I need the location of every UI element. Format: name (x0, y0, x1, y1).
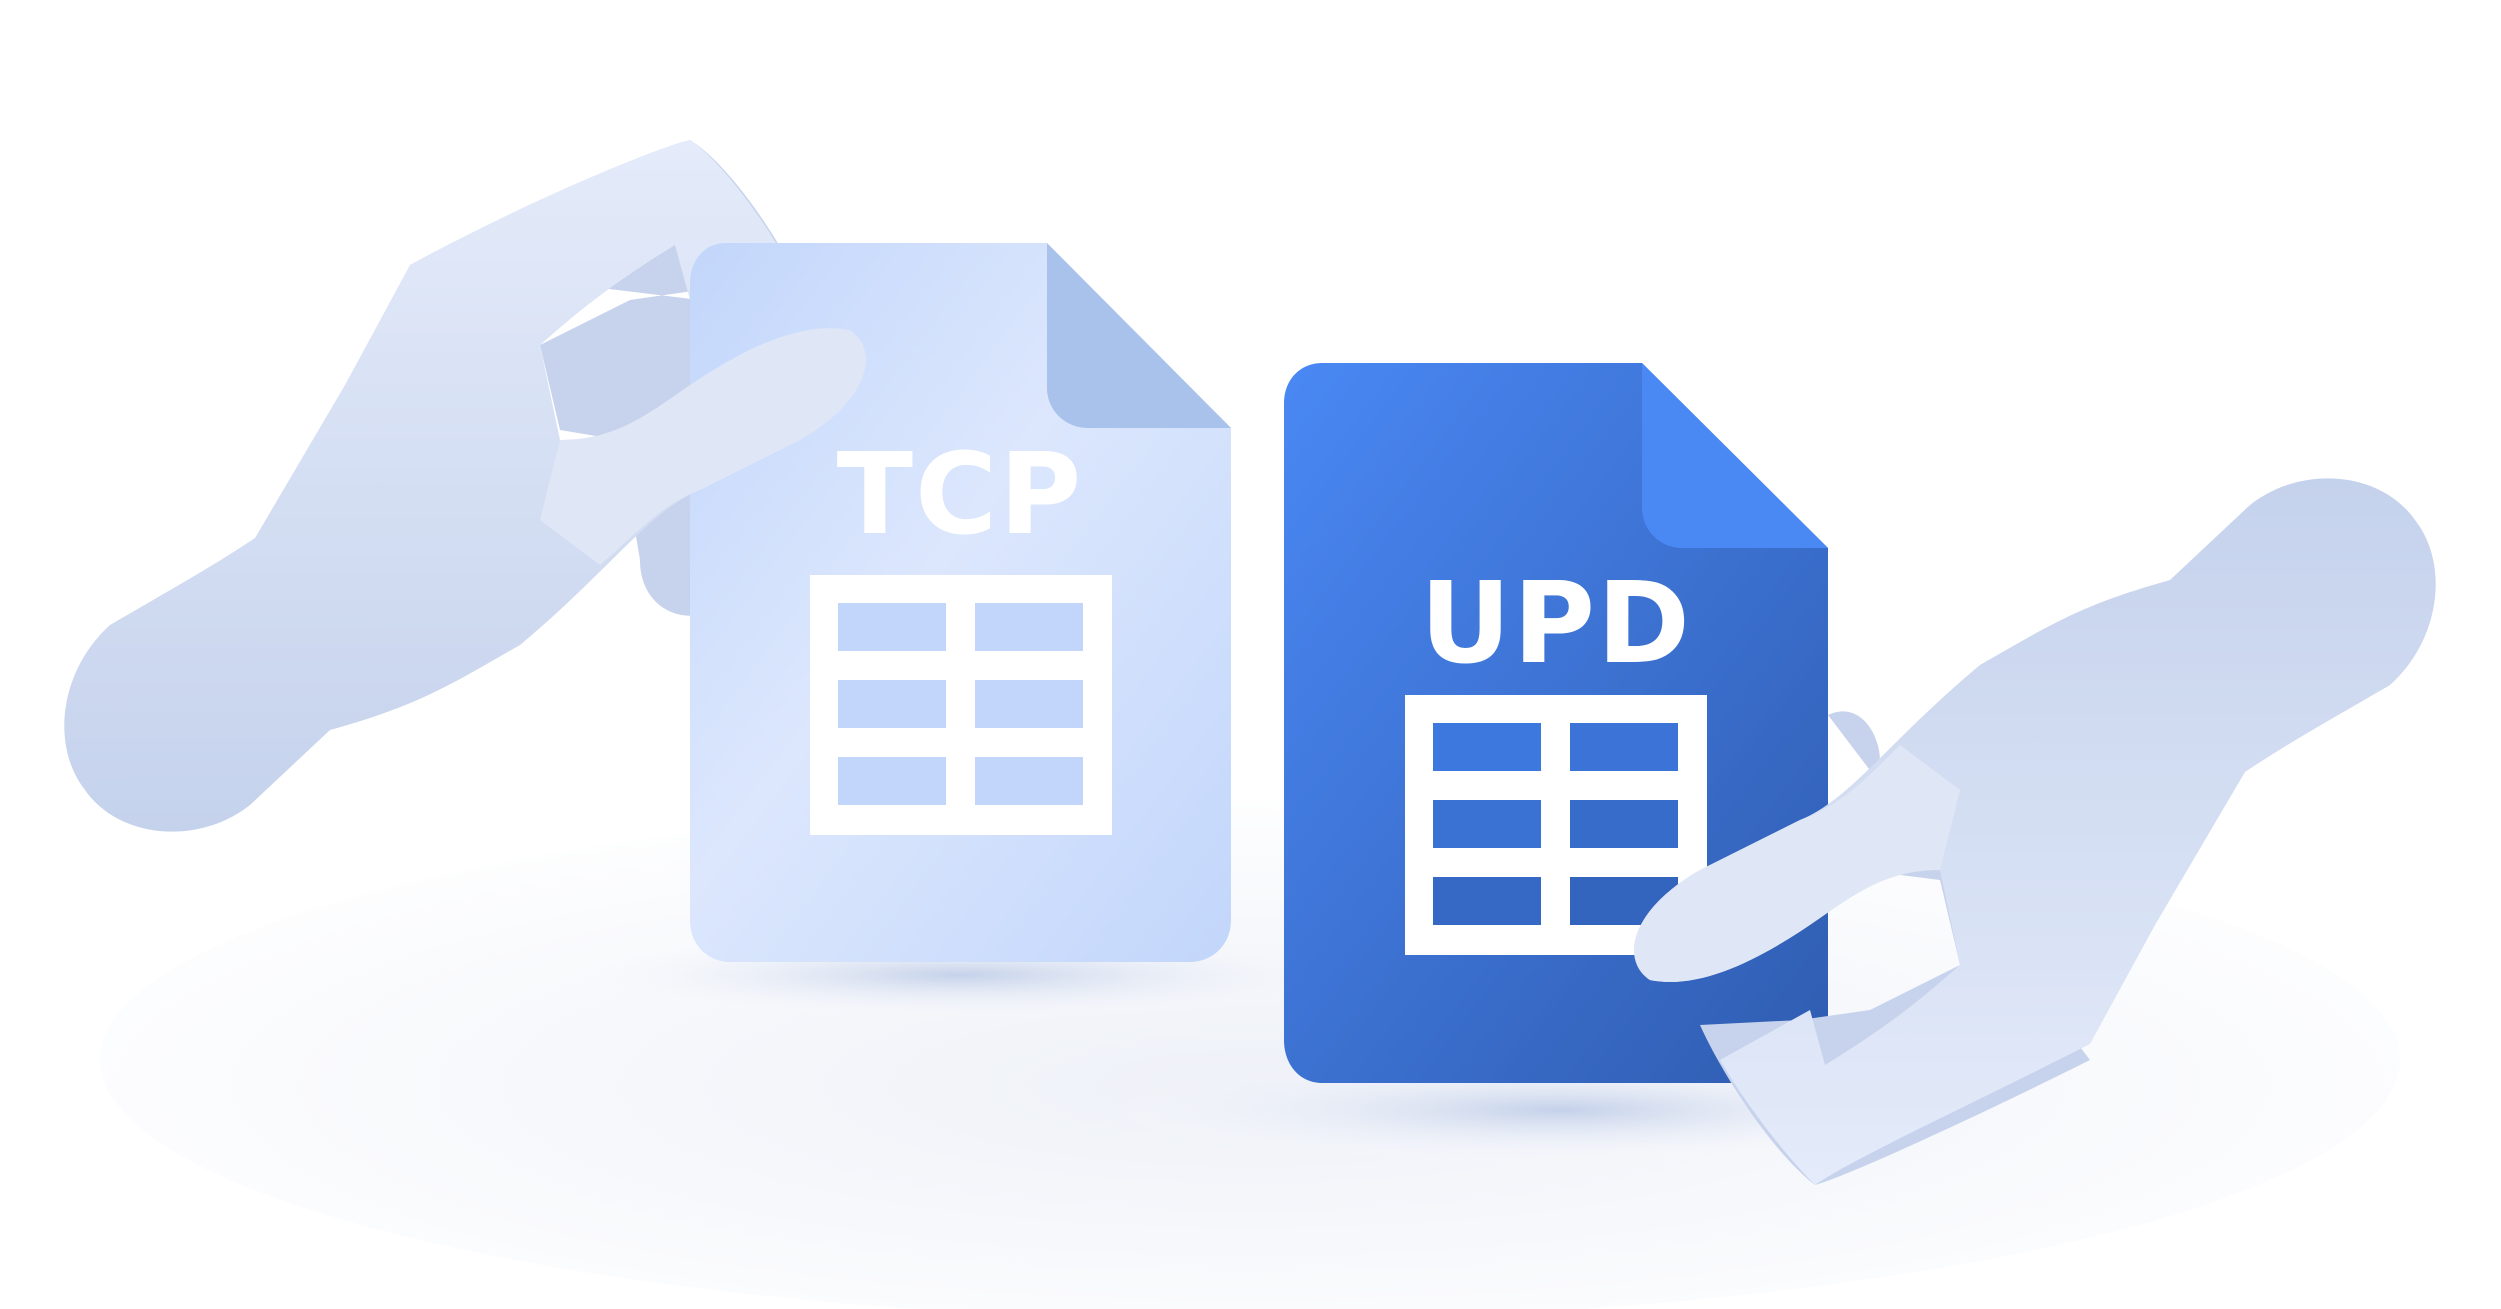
right-hand-thumb (1634, 745, 1960, 982)
upd-label: UPD (1420, 559, 1692, 689)
left-hand-palm (64, 140, 866, 832)
tcp-document-icon: TCP (690, 243, 1231, 962)
upd-document-icon: UPD (1284, 363, 1828, 1083)
tcp-table-grid-icon (810, 575, 1112, 835)
tcp-document-fold (1047, 243, 1231, 428)
upd-document-fold (1642, 363, 1828, 548)
tcp-label: TCP (837, 430, 1084, 560)
right-hand-icon (1634, 478, 2436, 1185)
left-hand-thumb (540, 328, 866, 565)
right-hand-palm (1634, 478, 2436, 1185)
